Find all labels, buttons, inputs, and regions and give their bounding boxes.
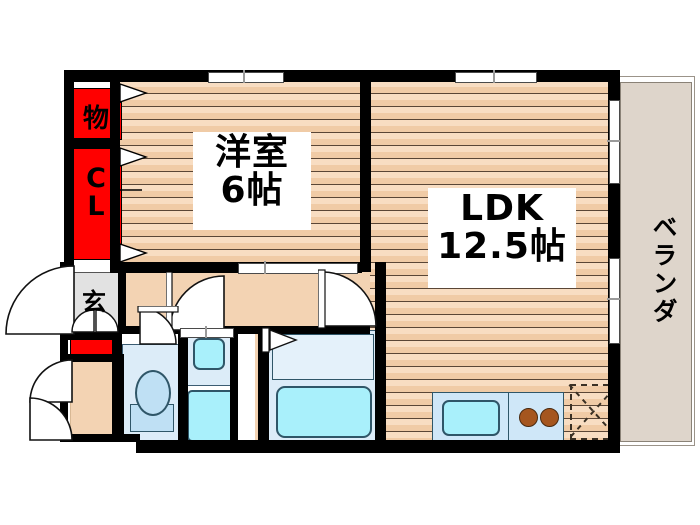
kitchen-sink-fixture	[442, 400, 500, 436]
window-washitsu-top-mullion	[243, 70, 245, 83]
closet-folding-icons	[119, 83, 149, 263]
ldk-floor	[370, 80, 618, 440]
balcony-door-lower-mullion	[607, 298, 620, 300]
entry-hall-floor	[70, 360, 118, 442]
balcony-sliding-door-upper[interactable]	[609, 100, 620, 184]
lower-left-door-swing-2[interactable]	[28, 396, 74, 442]
wall-bath-right	[375, 320, 386, 442]
bathroom-door-marker[interactable]	[262, 326, 302, 354]
wall-washitsu-bottom	[110, 262, 362, 273]
washitsu-label: 洋室 6帖	[193, 132, 311, 230]
toilet-door-swing[interactable]	[120, 306, 180, 346]
window-ldk-top-mullion	[493, 70, 495, 83]
wall-genkan-right	[118, 272, 126, 334]
ldk-label: LDK 12.5帖	[428, 188, 576, 288]
wall-toilet-right	[178, 326, 188, 442]
laundry-sliding-door[interactable]	[180, 328, 234, 338]
bathtub-fixture	[276, 386, 372, 438]
entrance-door-swing[interactable]	[4, 264, 76, 336]
window-ldk-top[interactable]	[455, 72, 537, 83]
genkan-label: 玄	[82, 288, 106, 316]
genkan-door-swings[interactable]	[70, 308, 120, 334]
toilet-bowl	[135, 370, 171, 416]
laundry-sliding-door-mullion	[205, 326, 207, 338]
balcony-sliding-door-lower[interactable]	[609, 258, 620, 344]
stove-burner-left	[519, 408, 538, 427]
wall-genkan-bottom2	[64, 354, 120, 362]
wall-bottom-outer	[136, 440, 620, 453]
wall-left-genkan-side	[60, 262, 68, 442]
balcony-door-upper-mullion	[607, 140, 620, 142]
sliding-door-washitsu[interactable]	[238, 263, 358, 274]
ldk-door-swing[interactable]	[318, 268, 378, 330]
wall-washitsu-ldk	[360, 70, 371, 272]
washing-machine-space	[187, 390, 235, 442]
wall-laundry-right	[230, 326, 238, 442]
wall-bath-left	[258, 326, 269, 442]
storage-label: 物	[82, 104, 109, 134]
sliding-door-washitsu-mullion	[264, 261, 266, 274]
wall-bottom-entry	[60, 434, 140, 442]
washbasin-bowl	[193, 338, 225, 370]
veranda-area	[620, 82, 692, 442]
wall-left-upper	[64, 70, 74, 270]
wall-closet-front	[110, 82, 120, 263]
veranda-label: ベランダ	[649, 214, 678, 326]
window-washitsu-top[interactable]	[208, 72, 284, 83]
wall-corridor-bottom	[110, 326, 370, 334]
stove-burner-right	[540, 408, 559, 427]
wall-kitchen-left	[375, 262, 386, 328]
wall-storage-divider	[70, 138, 120, 148]
wall-left-bottom	[116, 354, 124, 442]
kitchen-counter-divider	[508, 392, 509, 440]
wall-genkan-bottom	[64, 332, 120, 340]
